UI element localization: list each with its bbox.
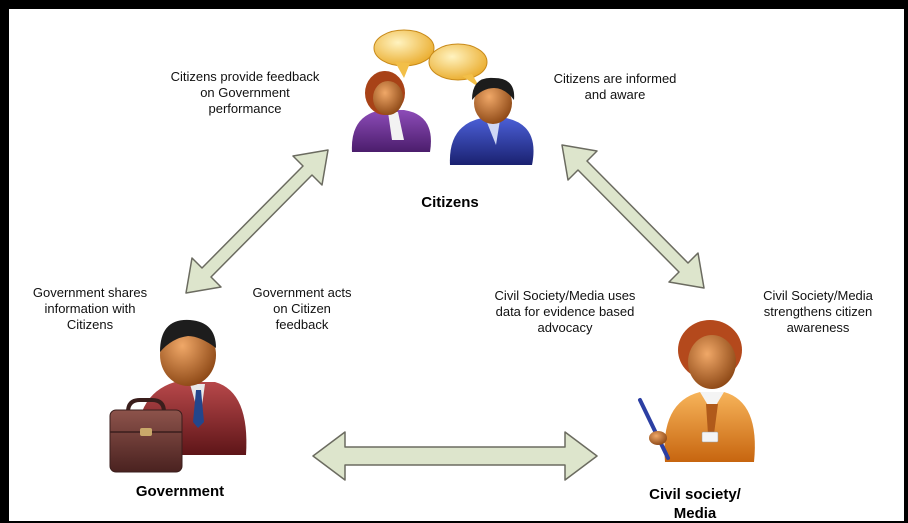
annotation-citizens-informed: Citizens are informed and aware bbox=[553, 71, 677, 102]
annotation-citizens-feedback: Citizens provide feedback on Government … bbox=[170, 69, 320, 116]
civil-society-woman-icon bbox=[638, 320, 755, 462]
annotation-cs-strengthens: Civil Society/Media strengthens citizen … bbox=[763, 288, 873, 335]
node-label-government: Government bbox=[135, 483, 225, 500]
annotation-gov-acts: Government acts on Citizen feedback bbox=[252, 285, 352, 332]
arrow-citizens-civilsociety bbox=[561, 144, 705, 289]
citizens-icon bbox=[351, 29, 534, 165]
briefcase-icon bbox=[109, 398, 183, 473]
speech-bubble-icon bbox=[373, 29, 488, 88]
arrow-government-civilsociety bbox=[312, 431, 598, 481]
node-label-civil-society: Civil society/ Media bbox=[649, 486, 741, 522]
annotation-cs-uses-data: Civil Society/Media uses data for eviden… bbox=[494, 288, 636, 335]
annotation-gov-shares: Government shares information with Citiz… bbox=[32, 285, 148, 332]
node-label-citizens: Citizens bbox=[421, 194, 479, 211]
arrow-citizens-government bbox=[185, 149, 329, 294]
male-citizen-icon bbox=[449, 77, 534, 165]
female-citizen-icon bbox=[351, 71, 431, 152]
